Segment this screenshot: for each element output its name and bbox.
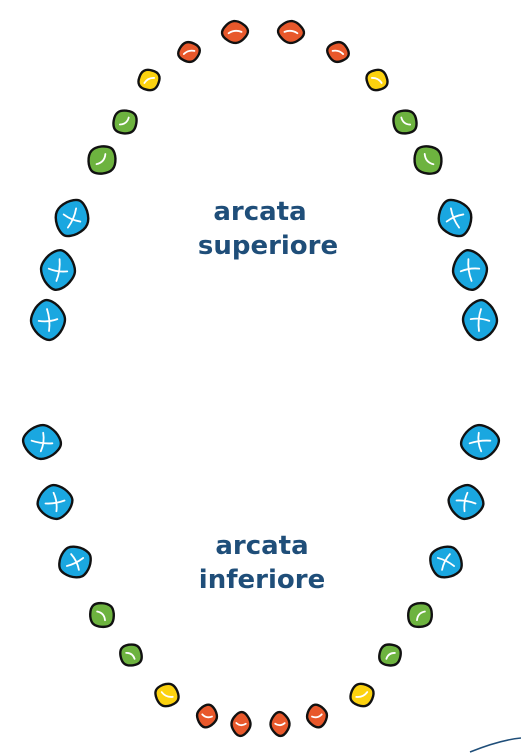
upper-molar-tooth-body	[461, 299, 499, 342]
lower-molar-tooth-body	[459, 423, 501, 462]
lower-molar-tooth-body	[446, 482, 486, 521]
upper-molar-tooth-body	[29, 299, 67, 342]
upper-incisor-tooth	[325, 39, 352, 65]
lower-molar-tooth	[424, 540, 468, 583]
upper-molar-tooth-body	[432, 194, 477, 242]
upper-molar-tooth-body	[49, 194, 94, 242]
lower-incisor-tooth	[305, 703, 330, 730]
lower-incisor-tooth-body	[231, 711, 252, 736]
upper-molar-tooth	[450, 248, 489, 292]
upper-incisor-tooth	[221, 20, 249, 45]
corner-curve	[470, 738, 521, 752]
lower-premolar-tooth-body	[84, 597, 120, 633]
upper-premolar-tooth	[388, 105, 423, 139]
upper-premolar-tooth	[108, 105, 142, 139]
upper-incisor-tooth-body	[277, 20, 305, 45]
lower-molar-tooth-body	[424, 540, 468, 583]
upper-incisor-tooth-body	[176, 39, 203, 64]
upper-arch-label-line1: arcata	[213, 197, 306, 227]
upper-premolar-tooth	[82, 139, 123, 180]
upper-canine-tooth-body	[134, 66, 163, 95]
lower-premolar-tooth	[402, 597, 438, 633]
upper-arch-label-line2: superiore	[198, 231, 338, 261]
lower-molar-tooth-body	[21, 423, 63, 462]
upper-molar-tooth	[49, 194, 94, 242]
lower-arch-label-line1: arcata	[215, 531, 308, 561]
lower-premolar-tooth	[84, 597, 120, 633]
upper-molar-tooth	[432, 194, 477, 242]
upper-premolar-tooth-body	[408, 140, 449, 181]
lower-molar-tooth-body	[53, 540, 97, 583]
upper-molar-tooth	[29, 299, 67, 342]
upper-premolar-tooth	[408, 140, 449, 181]
lower-incisor-tooth-body	[270, 711, 291, 736]
lower-premolar-tooth	[115, 639, 146, 670]
upper-premolar-tooth-body	[82, 139, 123, 180]
lower-molar-tooth	[35, 483, 75, 522]
lower-incisor-tooth-body	[195, 703, 220, 730]
lower-canine-tooth-body	[151, 680, 182, 711]
lower-arch-label-line2: inferiore	[199, 565, 325, 595]
lower-canine-tooth-body	[346, 680, 377, 711]
lower-incisor-tooth	[231, 711, 252, 736]
lower-incisor-tooth	[195, 703, 220, 730]
lower-molar-tooth	[446, 482, 486, 521]
lower-premolar-tooth-body	[402, 597, 438, 633]
upper-incisor-tooth	[176, 39, 203, 64]
upper-incisor-tooth-body	[325, 39, 352, 65]
upper-molar-tooth	[461, 299, 499, 342]
lower-incisor-tooth	[270, 711, 291, 736]
lower-molar-tooth-body	[35, 483, 75, 522]
lower-canine-tooth	[151, 680, 182, 711]
upper-canine-tooth	[362, 66, 391, 95]
lower-molar-tooth	[21, 423, 63, 462]
upper-molar-tooth-body	[38, 248, 77, 292]
lower-molar-tooth	[53, 540, 97, 583]
lower-molar-tooth	[459, 423, 501, 462]
upper-molar-tooth	[38, 248, 77, 292]
upper-molar-tooth-body	[450, 248, 489, 292]
upper-incisor-tooth	[277, 20, 305, 45]
upper-arch	[29, 20, 499, 342]
lower-incisor-tooth-body	[305, 703, 330, 730]
upper-incisor-tooth-body	[221, 20, 249, 45]
upper-canine-tooth-body	[362, 66, 391, 95]
lower-premolar-tooth	[374, 639, 405, 670]
lower-canine-tooth	[346, 680, 377, 711]
upper-canine-tooth	[134, 66, 163, 95]
